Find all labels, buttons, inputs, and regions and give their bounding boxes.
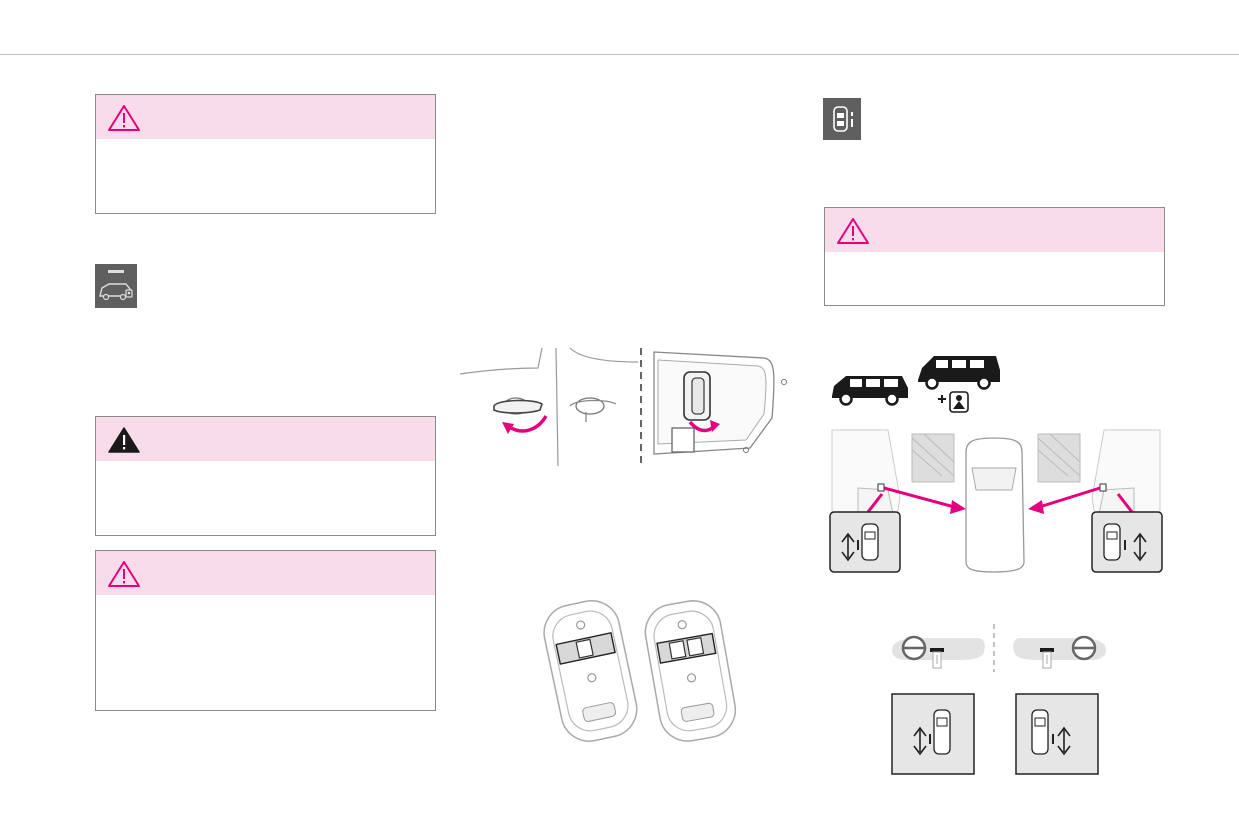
caution-box-1 (95, 94, 436, 214)
caution-box-3 (824, 207, 1165, 306)
header-divider (0, 54, 1239, 55)
caution-header (825, 208, 1164, 252)
rear-door-child-lock-switches-illustration (829, 429, 1163, 573)
remote-key-fobs-illustration (543, 600, 737, 742)
caution-box-2 (95, 550, 436, 711)
warning-triangle-icon (837, 218, 869, 244)
vehicle-variants-illustration (832, 356, 1000, 413)
danger-box (95, 416, 436, 536)
warning-triangle-icon (108, 561, 140, 587)
door-child-lock-icon (823, 98, 861, 140)
warning-triangle-black-icon (108, 427, 140, 453)
warning-triangle-icon (108, 105, 140, 131)
dashboard-switch-positions-illustration (891, 624, 1106, 775)
door-handle-illustration (459, 347, 787, 467)
danger-header (96, 417, 435, 461)
caution-header (96, 95, 435, 139)
van-child-lock-icon (95, 264, 137, 308)
caution-header (96, 551, 435, 595)
